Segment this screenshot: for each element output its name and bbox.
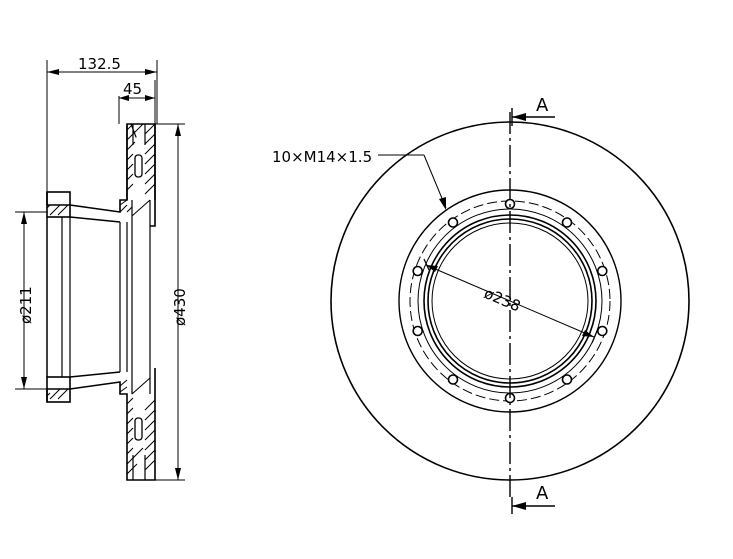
dim-bore-diameter: ø211 — [15, 211, 47, 390]
dim-disc-width: 45 — [118, 80, 156, 124]
side-profile-bottom — [46, 368, 156, 481]
dim-bore-diameter-label: ø211 — [17, 286, 35, 324]
bolt-hole — [412, 325, 424, 337]
web-hatch — [119, 199, 151, 395]
bolt-hole — [561, 217, 573, 228]
dim-overall-width: 132.5 — [46, 55, 158, 192]
flange-hatch-top — [46, 204, 69, 216]
pcd-diameter-label: ø238 — [481, 284, 523, 315]
disc-section-top — [126, 123, 156, 200]
section-label-bottom: A — [536, 483, 549, 504]
side-section-view: 132.5 45 ø211 ø430 — [15, 55, 189, 481]
bolt-hole — [561, 374, 573, 385]
bell-inner-top — [69, 216, 121, 223]
side-profile-top — [46, 123, 156, 227]
hub-flange-top — [46, 191, 71, 218]
disc-section-bottom — [126, 397, 156, 480]
bolt-hole — [447, 374, 459, 385]
flange-hatch-bottom — [46, 388, 69, 400]
dim-overall-width-label: 132.5 — [78, 55, 121, 73]
section-marker-top: A — [511, 95, 555, 126]
bolt-hole — [412, 265, 424, 277]
thread-callout: 10×M14×1.5 — [272, 148, 447, 210]
dim-outer-diameter: ø430 — [155, 123, 189, 481]
thread-callout-label: 10×M14×1.5 — [272, 148, 372, 166]
section-marker-bottom: A — [511, 483, 555, 514]
bolt-hole — [596, 265, 608, 277]
front-view: A A 10×M14×1.5 ø238 — [272, 95, 690, 514]
bell-inner-bottom — [69, 371, 121, 378]
bolt-hole — [447, 217, 459, 228]
dim-outer-diameter-label: ø430 — [171, 288, 189, 326]
section-label-top: A — [536, 95, 549, 116]
bolt-hole — [596, 325, 608, 337]
dim-disc-width-label: 45 — [123, 80, 142, 98]
